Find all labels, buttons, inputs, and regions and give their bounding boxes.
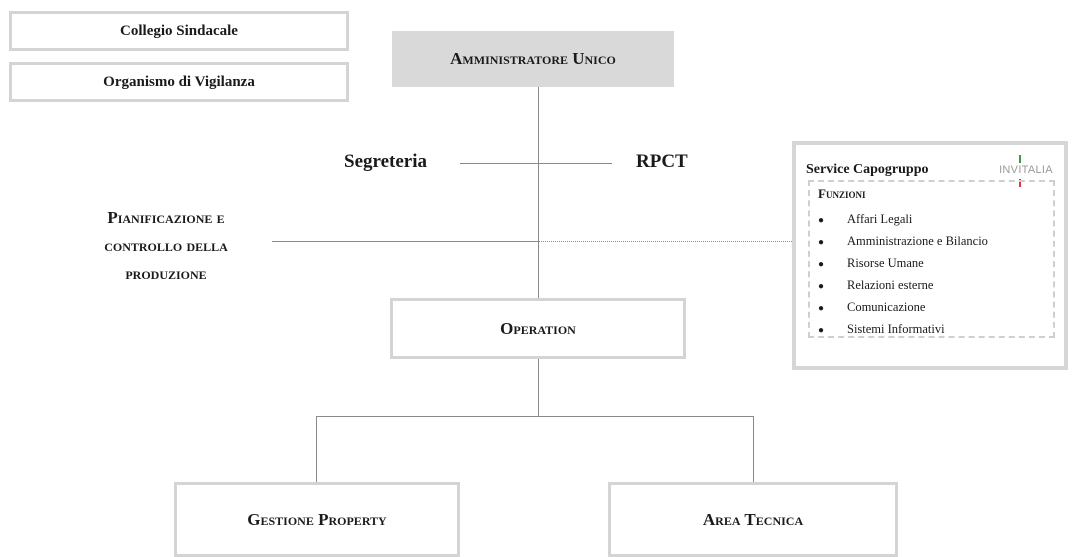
connector-gestione [316,416,317,482]
bullet-icon: ● [818,281,825,292]
connector-service-dotted [538,241,792,242]
pianificazione-line-1: Pianificazione e [107,208,225,227]
operation-label: Operation [500,318,576,338]
list-item: ● Sistemi Informativi [818,318,988,340]
gestione-property-box: Gestione Property [174,482,460,557]
list-item: ● Risorse Umane [818,252,988,274]
list-item: ● Comunicazione [818,296,988,318]
logo-green-mark [1019,155,1021,163]
pianificazione-line-2: controllo della [104,236,228,255]
organismo-vigilanza-label: Organismo di Vigilanza [103,73,255,90]
gestione-property-label: Gestione Property [247,510,387,529]
list-item: ● Affari Legali [818,208,988,230]
connector-pianificazione [272,241,538,242]
funzioni-item-label: Risorse Umane [847,256,924,270]
bullet-icon: ● [818,303,825,314]
service-capogruppo-box: Service Capogruppo INVITALIA Funzioni ● A… [792,141,1068,370]
connector-operation-down [538,358,539,416]
connector-admin-operation [538,87,539,300]
amministratore-unico-box: Amministratore Unico [392,31,674,87]
bullet-icon: ● [818,259,825,270]
funzioni-item-label: Affari Legali [847,212,913,226]
invitalia-logo-text: INVITALIA [999,164,1053,176]
funzioni-item-label: Comunicazione [847,300,926,314]
bullet-icon: ● [818,215,825,226]
funzioni-panel: Funzioni ● Affari Legali ● Amministrazione… [808,180,1055,338]
connector-segreteria-rpct [460,163,612,164]
funzioni-list: ● Affari Legali ● Amministrazione e Bilanc… [818,208,988,340]
connector-area-tecnica [753,416,754,482]
bullet-icon: ● [818,325,825,336]
service-capogruppo-title: Service Capogruppo [806,162,929,177]
funzioni-item-label: Sistemi Informativi [847,322,945,336]
pianificazione-label: Pianificazione e controllo della produzi… [60,204,272,288]
invitalia-logo: INVITALIA [994,155,1058,191]
amministratore-unico-label: Amministratore Unico [450,49,616,68]
area-tecnica-box: Area Tecnica [608,482,898,557]
collegio-sindacale-label: Collegio Sindacale [120,22,238,39]
list-item: ● Relazioni esterne [818,274,988,296]
list-item: ● Amministrazione e Bilancio [818,230,988,252]
operation-box: Operation [390,298,686,359]
collegio-sindacale-box: Collegio Sindacale [9,11,349,51]
funzioni-item-label: Amministrazione e Bilancio [847,234,988,248]
funzioni-item-label: Relazioni esterne [847,278,934,292]
connector-horizontal-split [316,416,754,417]
segreteria-label: Segreteria [344,151,427,172]
logo-red-mark [1019,179,1021,187]
bullet-icon: ● [818,237,825,248]
rpct-label: RPCT [636,151,688,172]
organismo-vigilanza-box: Organismo di Vigilanza [9,62,349,102]
pianificazione-line-3: produzione [125,264,207,283]
area-tecnica-label: Area Tecnica [702,510,804,529]
funzioni-title: Funzioni [818,186,866,201]
